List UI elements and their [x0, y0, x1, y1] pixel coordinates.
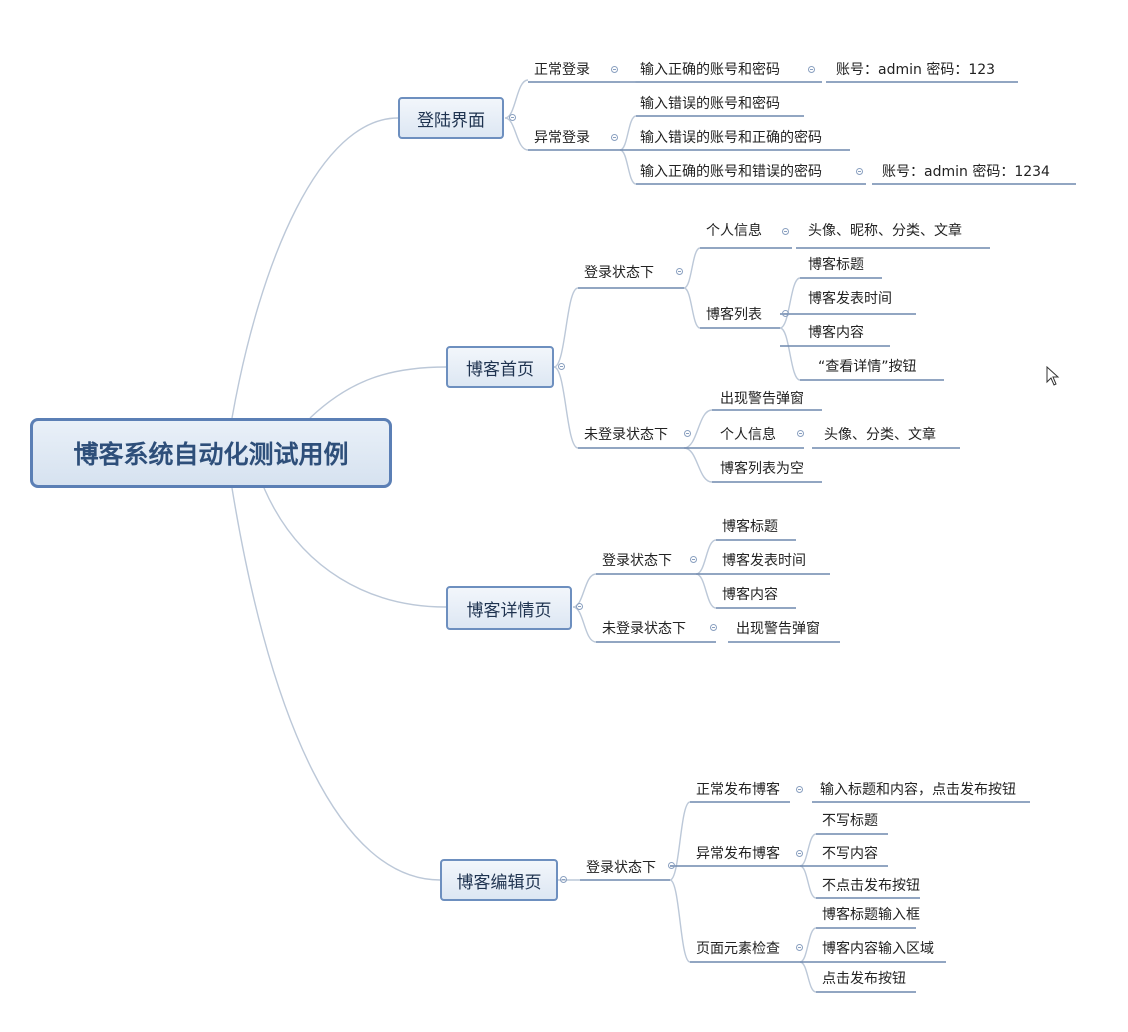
collapse-toggle-icon[interactable] — [676, 268, 683, 275]
node-abnormal-case-3[interactable]: 输入正确的账号和错误的密码 — [640, 164, 822, 180]
collapse-toggle-icon[interactable] — [782, 228, 789, 235]
node-home-personal-info2[interactable]: 个人信息 — [720, 427, 776, 443]
node-home-blog-list[interactable]: 博客列表 — [706, 307, 762, 323]
collapse-toggle-icon[interactable] — [690, 556, 697, 563]
node-detail-logged-in[interactable]: 登录状态下 — [602, 553, 672, 569]
node-detail-item[interactable]: 博客标题 — [722, 519, 778, 535]
node-detail-item[interactable]: 博客发表时间 — [722, 553, 806, 569]
node-abnormal-case-detail[interactable]: 账号：admin 密码：1234 — [882, 164, 1050, 180]
node-edit-normal-publish[interactable]: 正常发布博客 — [696, 782, 780, 798]
collapse-toggle-icon[interactable] — [796, 944, 803, 951]
node-home-list-item[interactable]: 博客标题 — [808, 257, 864, 273]
node-home-empty-list[interactable]: 博客列表为空 — [720, 461, 804, 477]
topic-blog-detail[interactable]: 博客详情页 — [446, 586, 572, 630]
collapse-toggle-icon[interactable] — [782, 310, 789, 317]
collapse-toggle-icon[interactable] — [668, 862, 675, 869]
node-normal-login-detail[interactable]: 账号：admin 密码：123 — [836, 62, 996, 78]
collapse-toggle-icon[interactable] — [808, 66, 815, 73]
node-detail-item[interactable]: 博客内容 — [722, 587, 778, 603]
node-abnormal-case-1[interactable]: 输入错误的账号和密码 — [640, 96, 780, 112]
node-edit-abnormal-item[interactable]: 不写内容 — [822, 846, 878, 862]
node-edit-abnormal-item[interactable]: 不点击发布按钮 — [822, 878, 920, 894]
node-home-list-item[interactable]: 博客内容 — [808, 325, 864, 341]
node-home-logged-out[interactable]: 未登录状态下 — [584, 427, 668, 443]
node-home-logged-in[interactable]: 登录状态下 — [584, 265, 654, 281]
collapse-toggle-icon[interactable] — [797, 430, 804, 437]
node-home-personal-info2-detail[interactable]: 头像、分类、文章 — [824, 427, 936, 443]
collapse-toggle-icon[interactable] — [576, 603, 583, 610]
node-edit-abnormal-publish[interactable]: 异常发布博客 — [696, 846, 780, 862]
collapse-toggle-icon[interactable] — [509, 114, 516, 121]
node-edit-normal-publish-detail[interactable]: 输入标题和内容，点击发布按钮 — [820, 782, 1016, 798]
collapse-toggle-icon[interactable] — [856, 168, 863, 175]
node-edit-element-check[interactable]: 页面元素检查 — [696, 941, 780, 957]
node-abnormal-case-2[interactable]: 输入错误的账号和正确的密码 — [640, 130, 822, 146]
node-normal-login-case[interactable]: 输入正确的账号和密码 — [640, 62, 780, 78]
node-edit-element-item[interactable]: 点击发布按钮 — [822, 971, 906, 987]
collapse-toggle-icon[interactable] — [611, 134, 618, 141]
node-abnormal-login[interactable]: 异常登录 — [534, 130, 590, 146]
root-topic[interactable]: 博客系统自动化测试用例 — [30, 418, 392, 488]
mouse-cursor-icon — [1046, 365, 1060, 390]
node-home-personal-info-detail[interactable]: 头像、昵称、分类、文章 — [808, 223, 962, 239]
topic-blog-home[interactable]: 博客首页 — [446, 346, 554, 388]
node-detail-warning[interactable]: 出现警告弹窗 — [736, 621, 820, 637]
node-edit-element-item[interactable]: 博客内容输入区域 — [822, 941, 934, 957]
topic-login-page[interactable]: 登陆界面 — [398, 97, 504, 139]
node-edit-logged-in[interactable]: 登录状态下 — [586, 860, 656, 876]
topic-blog-edit[interactable]: 博客编辑页 — [440, 859, 558, 901]
collapse-toggle-icon[interactable] — [710, 624, 717, 631]
node-home-personal-info[interactable]: 个人信息 — [706, 223, 762, 239]
node-home-list-item[interactable]: “查看详情”按钮 — [818, 359, 917, 375]
node-edit-element-item[interactable]: 博客标题输入框 — [822, 907, 920, 923]
node-home-list-item[interactable]: 博客发表时间 — [808, 291, 892, 307]
collapse-toggle-icon[interactable] — [684, 430, 691, 437]
collapse-toggle-icon[interactable] — [560, 876, 567, 883]
node-home-warning[interactable]: 出现警告弹窗 — [720, 391, 804, 407]
collapse-toggle-icon[interactable] — [558, 363, 565, 370]
collapse-toggle-icon[interactable] — [611, 66, 618, 73]
collapse-toggle-icon[interactable] — [796, 850, 803, 857]
node-detail-logged-out[interactable]: 未登录状态下 — [602, 621, 686, 637]
node-edit-abnormal-item[interactable]: 不写标题 — [822, 813, 878, 829]
node-normal-login[interactable]: 正常登录 — [534, 62, 590, 78]
collapse-toggle-icon[interactable] — [796, 786, 803, 793]
